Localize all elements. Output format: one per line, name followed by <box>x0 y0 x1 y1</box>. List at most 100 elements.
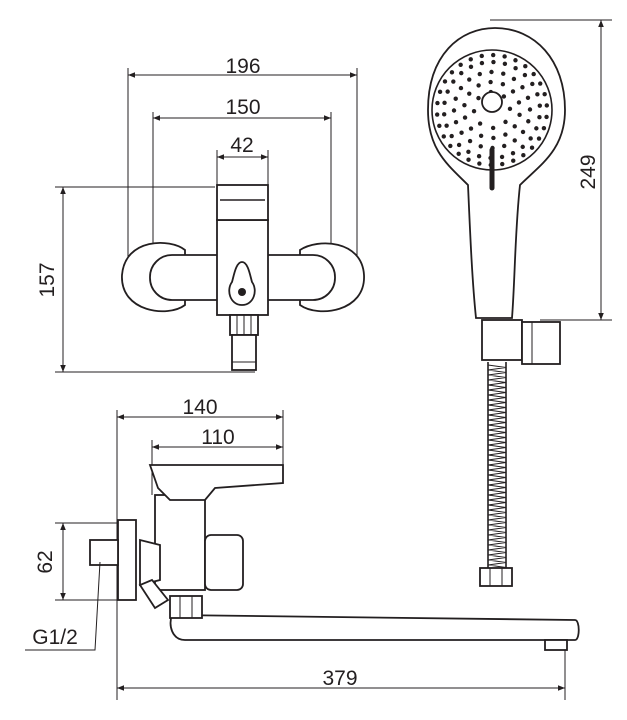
nozzle-dot <box>468 126 474 131</box>
nozzle-dot <box>434 112 440 117</box>
nozzle-dot <box>467 138 473 144</box>
nozzle-dot <box>477 161 482 166</box>
nozzle-dot <box>534 126 539 131</box>
nozzle-dot <box>537 103 543 108</box>
dim-label-157: 157 <box>36 262 59 297</box>
nozzle-dot <box>477 121 483 126</box>
dim-label-150: 150 <box>225 96 260 119</box>
nozzle-dot <box>502 61 508 66</box>
nozzle-dot <box>456 142 462 148</box>
nozzle-dot <box>511 158 516 163</box>
nozzle-dot <box>512 124 517 129</box>
nozzle-dot <box>530 81 535 87</box>
nozzle-dot <box>516 100 522 105</box>
nozzle-dot <box>437 123 442 129</box>
nozzle-dot <box>462 115 468 120</box>
nozzle-dot <box>507 106 513 112</box>
dim-label-196: 196 <box>225 55 260 78</box>
dim-label-249: 249 <box>577 154 600 189</box>
nozzle-dot <box>448 143 453 149</box>
nozzle-dot <box>538 81 543 86</box>
nozzle-dot <box>478 133 484 139</box>
nozzle-dot <box>544 103 550 108</box>
nozzle-dot <box>491 135 496 141</box>
nozzle-dot <box>520 144 525 150</box>
nozzle-dot <box>531 71 536 77</box>
nozzle-dot <box>468 57 473 62</box>
nozzle-dot <box>513 58 518 63</box>
dim-label-62: 62 <box>34 550 57 573</box>
nozzle-dot <box>526 119 531 124</box>
nozzle-dot <box>441 112 447 117</box>
nozzle-dot <box>458 85 464 91</box>
nozzle-dot <box>501 71 506 76</box>
nozzle-dot <box>511 76 517 82</box>
nozzle-dot <box>476 154 482 159</box>
nozzle-dot <box>502 143 507 149</box>
nozzle-dot <box>479 53 484 59</box>
nozzle-dot <box>476 95 481 101</box>
dim-label-379: 379 <box>322 667 357 690</box>
nozzle-dot <box>444 123 449 128</box>
nozzle-dot <box>476 83 481 88</box>
handle-key-icon <box>228 261 256 306</box>
nozzle-dot <box>451 79 456 84</box>
nozzle-dot <box>471 108 477 114</box>
dim-label-140: 140 <box>182 396 217 419</box>
nozzle-dot <box>466 149 471 155</box>
nozzle-dot <box>529 145 535 150</box>
nozzle-dot <box>525 95 531 100</box>
nozzle-dot <box>451 108 457 113</box>
side-view: G1/2 140 110 379 62 <box>25 396 580 700</box>
nozzle-dot <box>510 150 516 156</box>
nozzle-dot <box>467 77 472 82</box>
nozzle-dot <box>517 112 522 118</box>
nozzle-dot <box>442 79 448 84</box>
hand-shower-view: 249 <box>427 19 612 587</box>
nozzle-dot <box>449 133 454 139</box>
nozzle-dot <box>501 94 507 99</box>
nozzle-dot <box>512 138 517 143</box>
nozzle-dot <box>535 92 540 97</box>
nozzle-dot <box>527 107 533 112</box>
spray-nozzles <box>434 52 550 168</box>
nozzle-dot <box>459 70 464 76</box>
nozzle-dot <box>513 65 518 71</box>
nozzle-dot <box>503 132 508 137</box>
nozzle-dot <box>462 102 467 108</box>
nozzle-dot <box>491 52 496 58</box>
nozzle-dot <box>542 91 547 97</box>
nozzle-dot <box>435 100 440 106</box>
nozzle-dot <box>544 114 549 120</box>
nozzle-dot <box>437 89 443 95</box>
nozzle-dot <box>479 60 485 66</box>
nozzle-dot <box>453 96 458 101</box>
nozzle-dot <box>453 120 459 125</box>
nozzle-dot <box>489 69 494 75</box>
nozzle-dot <box>456 151 461 156</box>
nozzle-dot <box>500 161 505 167</box>
nozzle-dot <box>442 100 447 105</box>
nozzle-dot <box>536 136 542 141</box>
nozzle-dot <box>503 119 508 125</box>
nozzle-dot <box>441 134 446 139</box>
dim-label-110: 110 <box>201 426 234 449</box>
nozzle-dot <box>488 79 493 85</box>
nozzle-dot <box>510 89 516 94</box>
nozzle-dot <box>499 154 505 160</box>
nozzle-dot <box>500 81 506 87</box>
nozzle-dot <box>523 64 528 69</box>
nozzle-dot <box>528 136 533 141</box>
nozzle-dot <box>491 59 496 65</box>
thread-label: G1/2 <box>32 626 78 649</box>
nozzle-dot <box>449 70 455 75</box>
nozzle-dot <box>520 129 526 135</box>
dim-label-42: 42 <box>230 134 253 157</box>
nozzle-dot <box>459 130 464 135</box>
front-view: 196 150 42 157 <box>36 55 365 373</box>
nozzle-dot <box>467 91 472 96</box>
nozzle-dot <box>468 64 474 70</box>
nozzle-dot <box>445 89 450 94</box>
